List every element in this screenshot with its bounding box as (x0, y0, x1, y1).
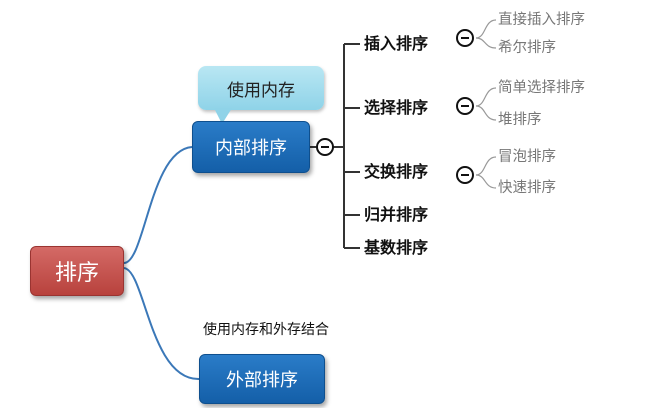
leaf-heap-sort[interactable]: 堆排序 (498, 112, 542, 128)
collapse-selection-icon[interactable] (456, 97, 474, 115)
external-sort-label: 外部排序 (226, 370, 298, 391)
root-label: 排序 (54, 261, 99, 286)
internal-sort-node[interactable]: 内部排序 (192, 121, 310, 173)
memory-callout: 使用内存 (198, 66, 324, 110)
internal-sort-label: 内部排序 (215, 138, 287, 159)
callout-tail (214, 108, 232, 124)
method-merge[interactable]: 归并排序 (364, 205, 429, 224)
method-exchange[interactable]: 交换排序 (364, 162, 429, 181)
method-insertion[interactable]: 插入排序 (364, 34, 429, 53)
leaf-shell-sort[interactable]: 希尔排序 (498, 40, 556, 56)
collapse-insertion-icon[interactable] (456, 29, 474, 47)
collapse-exchange-icon[interactable] (456, 166, 474, 184)
root-node[interactable]: 排序 (30, 246, 124, 296)
leaf-quick-sort[interactable]: 快速排序 (498, 180, 556, 196)
leaf-straight-insertion[interactable]: 直接插入排序 (498, 12, 585, 28)
method-radix[interactable]: 基数排序 (364, 238, 429, 257)
collapse-internal-icon[interactable] (316, 138, 334, 156)
external-annotation: 使用内存和外存结合 (203, 322, 329, 338)
leaf-bubble-sort[interactable]: 冒泡排序 (498, 149, 556, 165)
external-sort-node[interactable]: 外部排序 (199, 354, 325, 404)
callout-text: 使用内存 (227, 80, 295, 101)
method-selection[interactable]: 选择排序 (364, 98, 429, 117)
leaf-simple-selection[interactable]: 简单选择排序 (498, 80, 585, 96)
